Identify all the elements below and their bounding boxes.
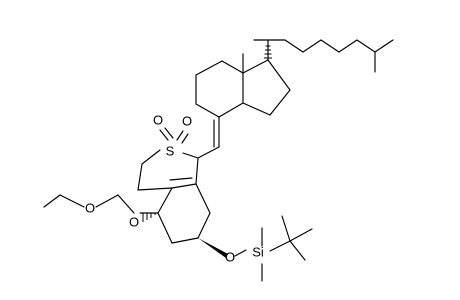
exocyclic-double-bond (213, 116, 220, 148)
silyl-ether-oxygen: O (225, 249, 235, 264)
sulfone-oxygen-right: O (182, 113, 192, 128)
methoxy-oxygen: O (85, 200, 95, 215)
tbs-group (234, 215, 313, 282)
ring-ether-oxygen: O (129, 214, 139, 229)
five-membered-ring (242, 59, 291, 116)
six-membered-ring-a (157, 183, 211, 244)
sulfolene-ring (137, 149, 199, 191)
mom-group (43, 194, 135, 214)
wedge-bond-osi (198, 238, 228, 258)
sulfone-bonds (159, 127, 189, 144)
hashed-bond-oxy (142, 213, 156, 222)
sulfone-oxygen-left: O (153, 112, 163, 127)
six-membered-ring-c (195, 60, 244, 118)
silicon-atom: Si (252, 244, 264, 259)
linker-bond (197, 146, 220, 159)
side-chain (253, 39, 394, 73)
sulfur-atom: S (166, 143, 175, 158)
